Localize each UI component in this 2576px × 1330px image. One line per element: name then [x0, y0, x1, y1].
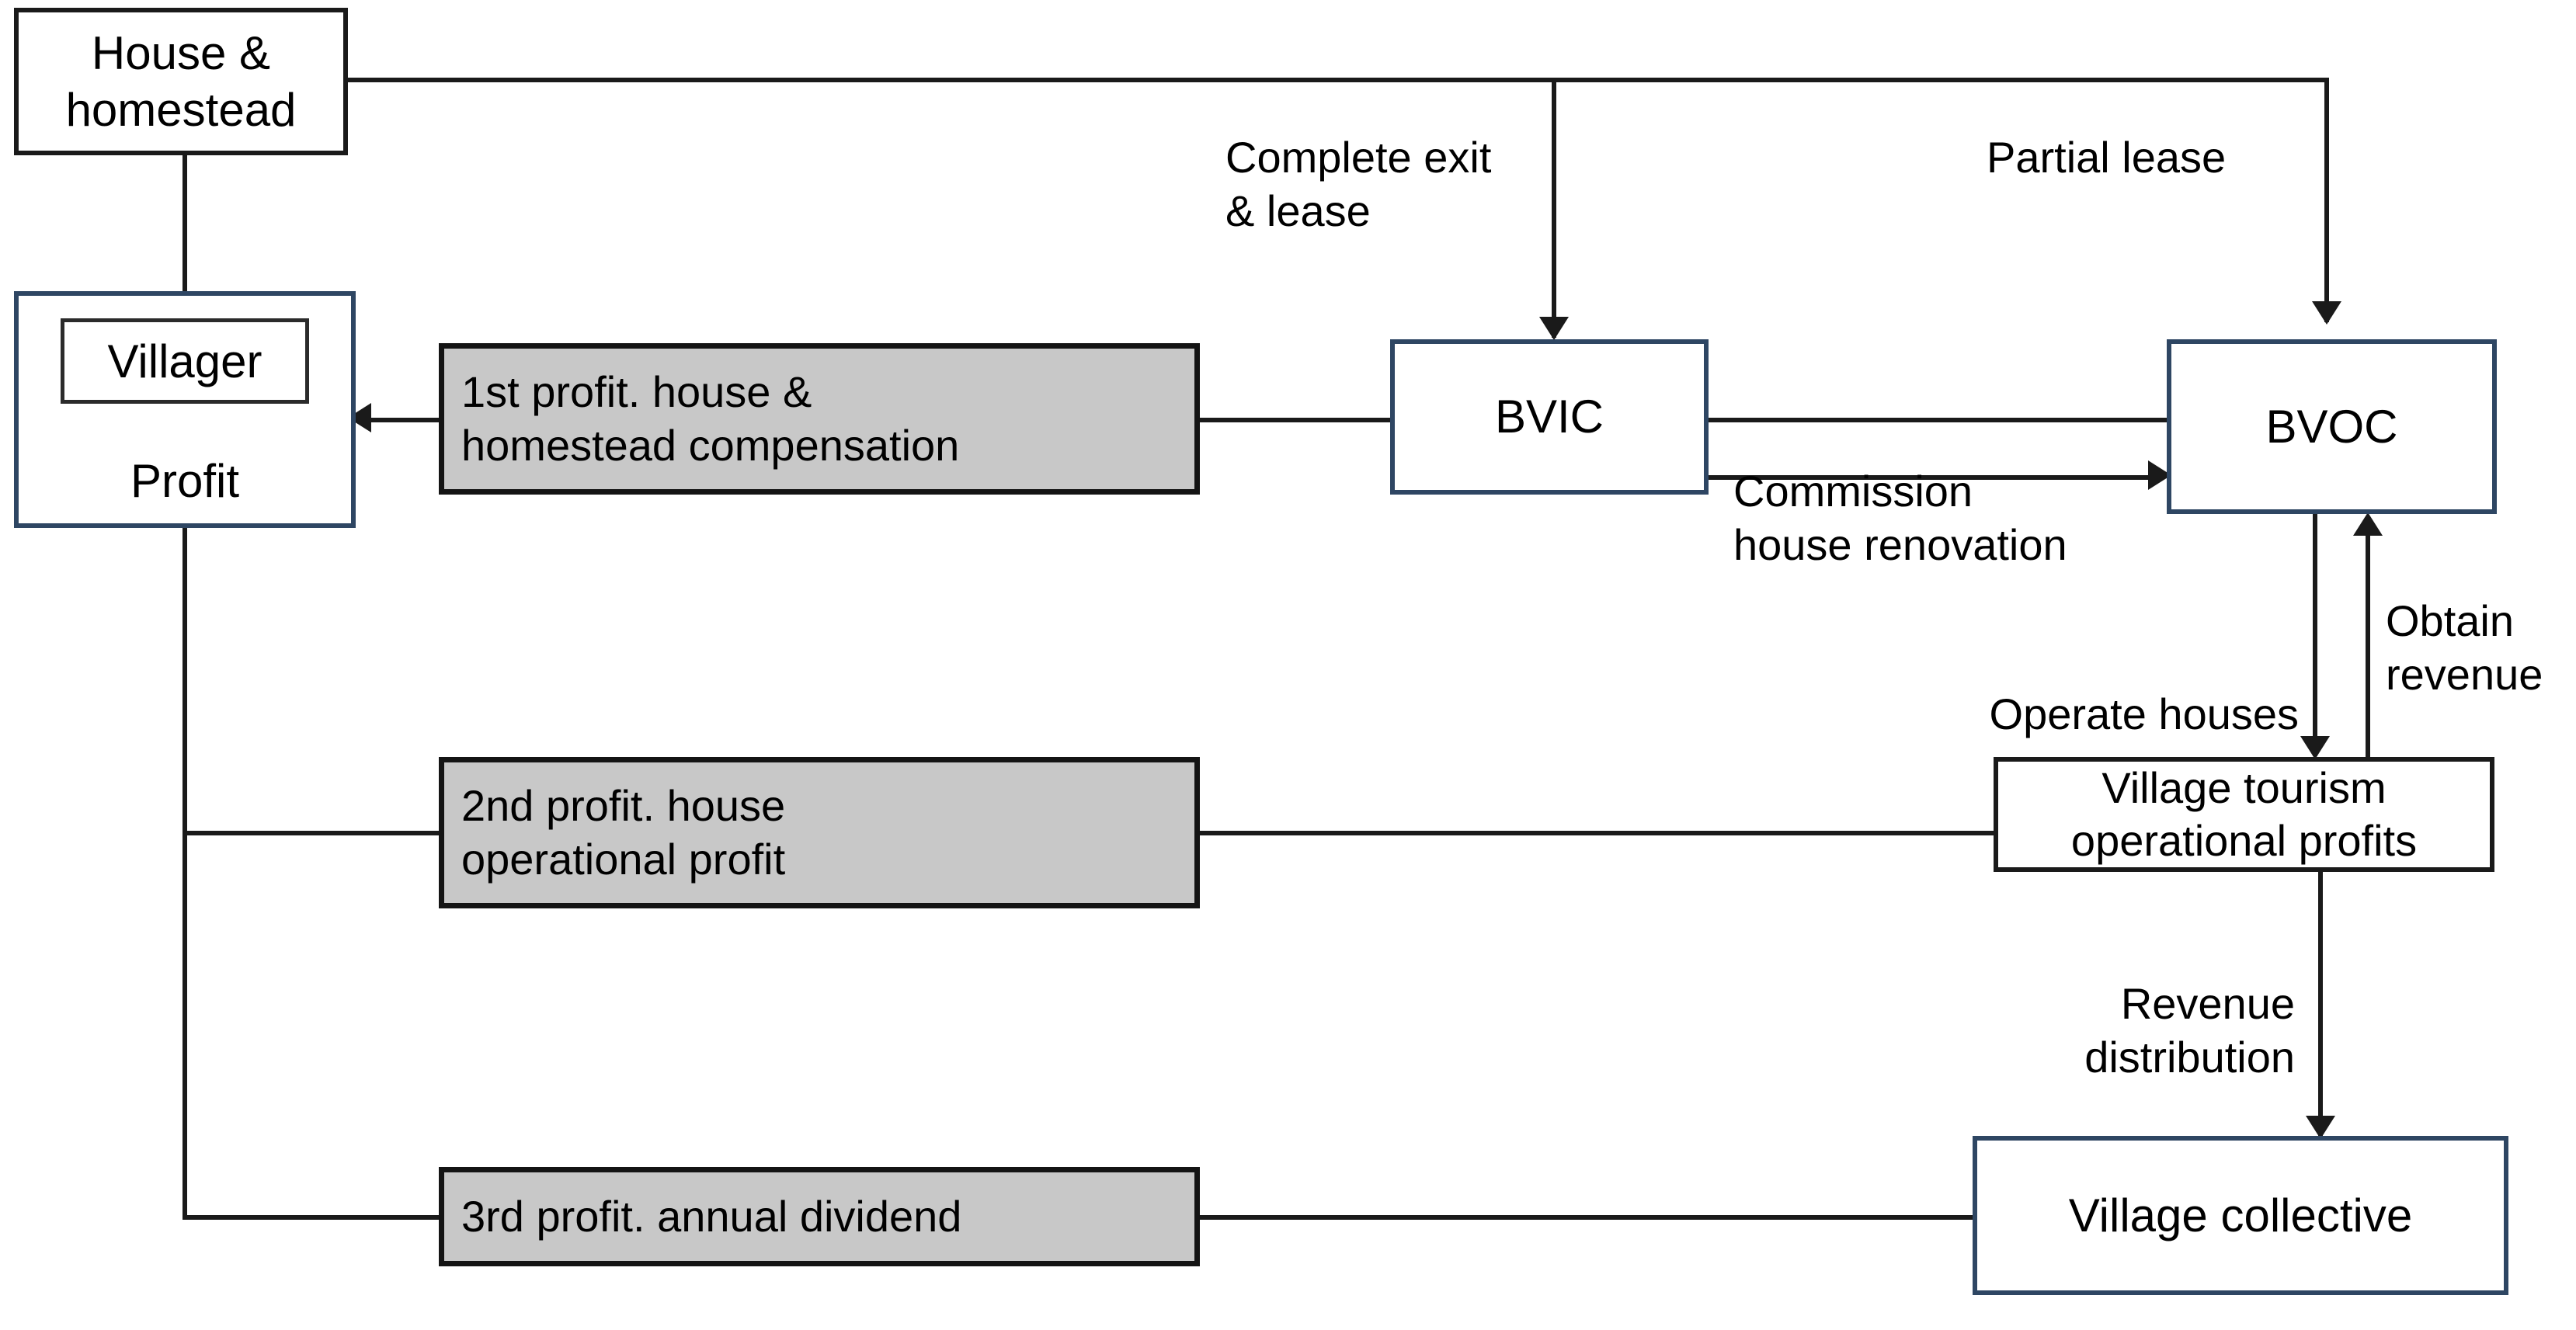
edge-tourism-to-collective — [2318, 868, 2323, 1136]
node-profit-3[interactable]: 3rd profit. annual dividend — [439, 1167, 1200, 1266]
edge-profit1-to-bvic — [1195, 418, 1392, 422]
edge-branch-to-bvic — [1552, 78, 1556, 338]
arrowhead-into-bvic — [1539, 317, 1569, 340]
node-villager-inner[interactable]: Villager — [61, 318, 309, 404]
edge-profit1-to-villager — [371, 418, 441, 422]
node-village-tourism-label: Village tourism operational profits — [2070, 762, 2418, 865]
node-profit-1-label: 1st profit. house & homestead compensati… — [461, 367, 960, 470]
edge-label-partial-lease: Partial lease — [1987, 133, 2227, 182]
node-villager-inner-label: Villager — [107, 335, 262, 387]
edge-label-commission-house-renovation: Commission house renovation — [1733, 467, 2067, 570]
edge-house-to-villager — [183, 152, 187, 293]
node-house-homestead[interactable]: House & homestead — [14, 8, 348, 155]
node-bvic-label: BVIC — [1494, 391, 1604, 443]
edge-bvic-to-bvoc-upper — [1704, 418, 2170, 422]
node-village-collective[interactable]: Village collective — [1973, 1136, 2508, 1295]
arrowhead-revenue-distribution — [2306, 1116, 2335, 1139]
edge-branch-to-bvoc — [2324, 78, 2329, 322]
edge-label-operate-houses: Operate houses — [1989, 689, 2299, 738]
node-village-collective-label: Village collective — [2068, 1189, 2413, 1241]
node-profit-1[interactable]: 1st profit. house & homestead compensati… — [439, 343, 1200, 495]
node-bvoc-label: BVOC — [2265, 400, 2398, 453]
edge-profit2-to-left-bus — [183, 831, 441, 835]
edge-tourism-to-bvoc — [2366, 536, 2370, 761]
edge-label-obtain-revenue: Obtain revenue — [2386, 596, 2543, 700]
node-profit-3-label: 3rd profit. annual dividend — [461, 1191, 962, 1241]
edge-bvoc-to-tourism — [2313, 512, 2317, 756]
edge-label-complete-exit-lease: Complete exit & lease — [1225, 133, 1492, 236]
edge-profit3-to-left-bus — [183, 1215, 441, 1220]
node-house-homestead-label: House & homestead — [65, 26, 297, 136]
arrowhead-into-bvoc-top — [2312, 301, 2341, 325]
edge-label-revenue-distribution: Revenue distribution — [2084, 979, 2295, 1082]
edge-collective-to-profit3 — [1195, 1215, 1975, 1220]
edge-left-bus-to-villager — [183, 528, 187, 1220]
edge-tourism-to-profit2 — [1195, 831, 1997, 835]
arrowhead-operate-houses — [2300, 736, 2330, 759]
node-profit-2-label: 2nd profit. house operational profit — [461, 781, 786, 884]
node-profit-2[interactable]: 2nd profit. house operational profit — [439, 757, 1200, 908]
arrowhead-obtain-revenue — [2353, 512, 2383, 536]
node-village-tourism[interactable]: Village tourism operational profits — [1994, 757, 2494, 872]
node-bvoc[interactable]: BVOC — [2167, 339, 2497, 514]
node-bvic[interactable]: BVIC — [1390, 339, 1709, 495]
node-villager-profit-label: Profit — [130, 454, 240, 507]
edge-bvic-to-bvoc-lower — [1704, 475, 2153, 480]
edge-house-to-top-bus — [346, 78, 2329, 82]
